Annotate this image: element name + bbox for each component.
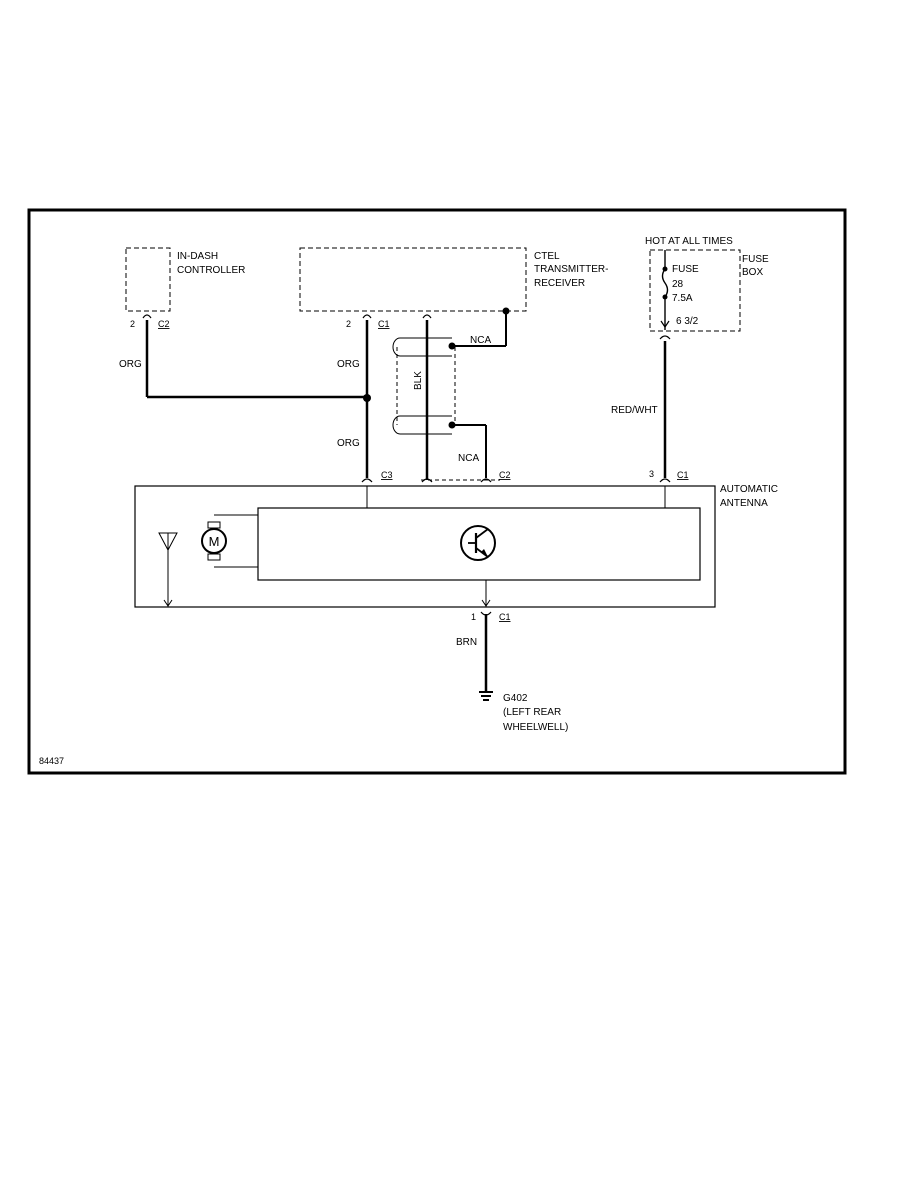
motor-icon: M [201,514,258,568]
wire-label-nca-2: NCA [458,453,479,464]
ctel-label-3: RECEIVER [534,278,585,289]
ctel-shield-connector-symbol [422,314,432,319]
indash-pin: 2 [130,319,135,329]
wire-label-org-1: ORG [119,359,142,370]
antenna-c2-label: C2 [499,470,511,480]
motor-label: M [209,534,220,549]
gnd-pin: 1 [471,612,476,622]
diagram-frame [27,208,847,775]
antenna-connectors: C3 C2 3 C1 [361,469,689,483]
ground: 1 C1 BRN G402 (LEFT REAR WHEELWELL) [456,611,568,733]
gnd-conn: C1 [499,612,511,622]
org-splice [363,394,371,402]
fuse-rating: 7.5A [672,293,693,304]
wire-label-org-2: ORG [337,359,360,370]
ctel-c1-connector-symbol [362,314,372,319]
fuse-box-label-2: BOX [742,267,763,278]
shield-loop-lower [392,415,452,435]
ctel-label-2: TRANSMITTER- [534,264,608,275]
ground-id: G402 [503,693,528,704]
antenna-control-module [257,507,701,581]
fuse-box: HOT AT ALL TIMES FUSE BOX FUSE 28 7.5A 6… [645,236,769,340]
wire-label-blk: BLK [413,371,424,390]
ctel-pin: 2 [346,319,351,329]
fuse-power-label: HOT AT ALL TIMES [645,236,733,247]
nca-lower-junction [448,421,456,429]
in-dash-controller-label-2: CONTROLLER [177,265,245,276]
wire-label-brn: BRN [456,637,477,648]
shield-loop-upper [392,337,452,357]
indash-conn: C2 [158,319,170,329]
fuse-arrow-icon [660,320,670,329]
fuse-connector-symbol [659,335,671,340]
fuse-terminal: 6 3/2 [676,316,699,327]
fuse-label: FUSE [672,264,699,275]
fuse-number: 28 [672,279,684,290]
ctel-label-1: CTEL [534,251,560,262]
indash-connector-symbol [142,314,152,319]
antenna-c1-label: C1 [677,470,689,480]
in-dash-controller: IN-DASH CONTROLLER 2 C2 [125,247,245,329]
wire-label-org-3: ORG [337,438,360,449]
antenna-label-1: AUTOMATIC [720,484,778,495]
nca-upper-junction [448,342,456,350]
automatic-antenna: AUTOMATIC ANTENNA M [134,484,778,608]
antenna-c3-label: C3 [381,470,393,480]
ctel-transmitter-receiver: CTEL TRANSMITTER- RECEIVER 2 C1 [299,247,608,329]
antenna-label-2: ANTENNA [720,498,768,509]
ctel-conn: C1 [378,319,390,329]
ground-location-2: WHEELWELL) [503,722,568,733]
ground-icon [479,691,493,701]
wires: ORG ORG ORG BLK NCA NCA RED/WHT [119,311,667,481]
figure-id: 84437 [39,756,64,766]
wire-label-red-wht: RED/WHT [611,405,658,416]
antenna-c1-pin: 3 [649,469,654,479]
in-dash-controller-label-1: IN-DASH [177,251,218,262]
antenna-icon [158,532,178,607]
fuse-box-label-1: FUSE [742,254,769,265]
wire-label-nca-1: NCA [470,335,491,346]
transistor-icon [460,525,496,561]
ground-location-1: (LEFT REAR [503,707,561,718]
fuse-element-icon [661,268,669,298]
